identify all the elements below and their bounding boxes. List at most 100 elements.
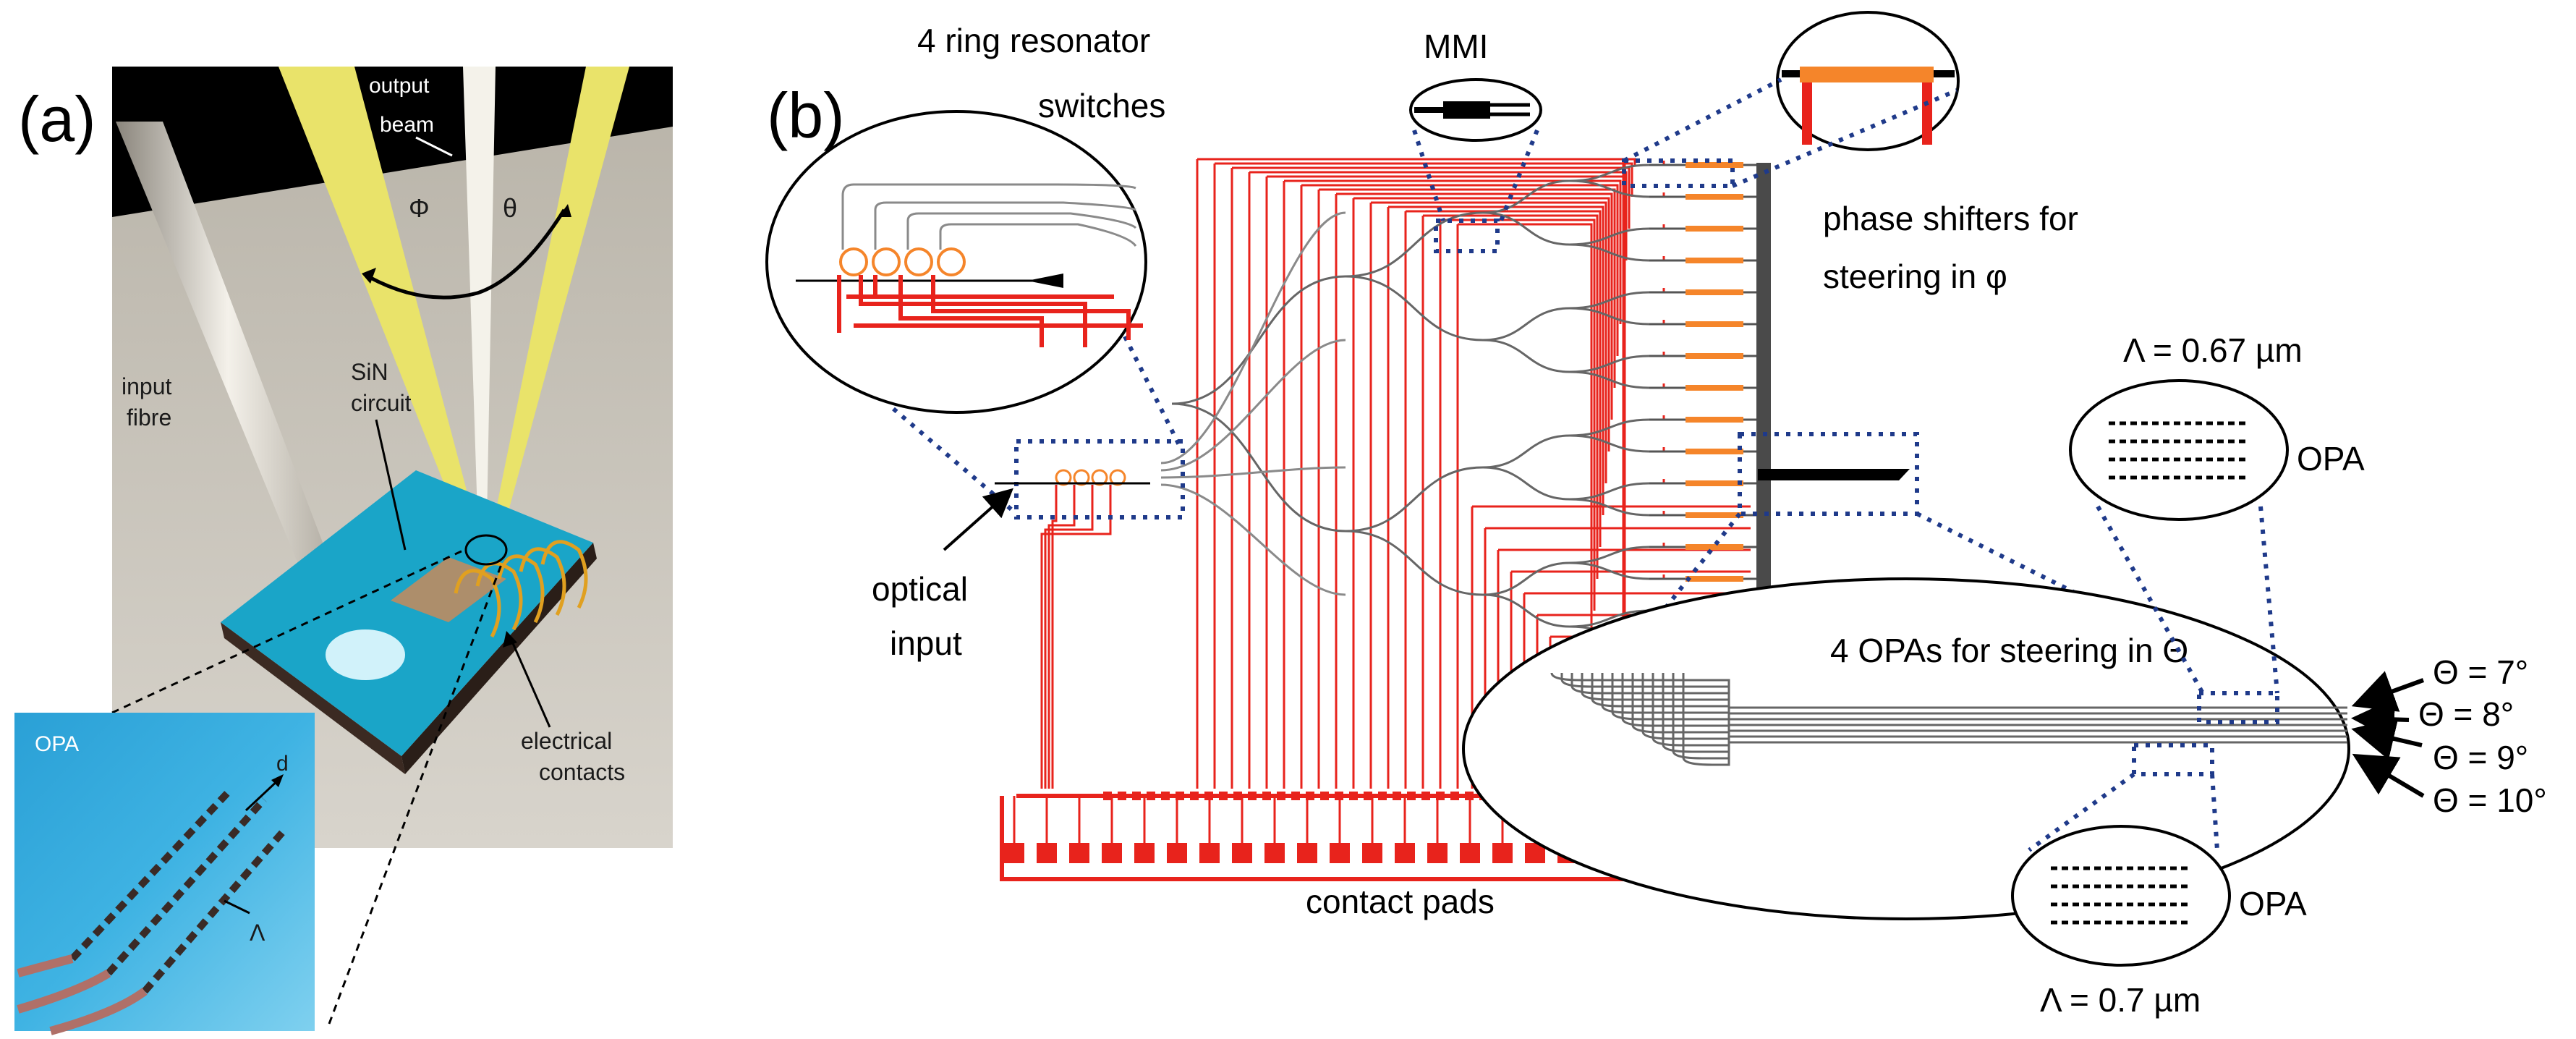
electrical-contacts-arrow	[503, 631, 517, 648]
opa-waveguide	[1581, 673, 2347, 726]
opa-waveguide	[1682, 673, 2347, 766]
switch-output-waveguide	[1160, 466, 1346, 479]
theta-7-label: Θ = 7°	[2433, 653, 2528, 691]
small-pad	[1103, 792, 1112, 800]
ring-heater-wire	[1044, 485, 1094, 789]
waveguide-branch	[1482, 211, 1570, 246]
opa-inset-waveguides	[17, 954, 148, 1035]
opa-emitter-tip	[1758, 469, 1910, 480]
theta-label: θ	[503, 193, 517, 223]
chip-circuit	[391, 557, 506, 622]
phase-shifter-heater	[1686, 194, 1743, 200]
small-pad	[1393, 792, 1401, 800]
waveguide-branch	[1569, 164, 1650, 182]
waveguide-branch	[1569, 561, 1650, 580]
phase-shifter-heater	[1686, 353, 1743, 359]
waveguide-branch	[1569, 482, 1650, 501]
small-pad	[1262, 792, 1271, 800]
ring-switches-label-2: switches	[1038, 87, 1165, 124]
switch-output-waveguide	[1160, 339, 1346, 472]
waveguide-branch	[1482, 179, 1570, 214]
ring-switch-box	[1014, 439, 1185, 520]
waveguide-branch	[1569, 179, 1650, 198]
optical-input-arrow	[943, 488, 1013, 551]
waveguide-branch	[1569, 370, 1650, 389]
small-pad	[1349, 792, 1358, 800]
inset-zoom-line-right	[328, 560, 504, 1025]
contact-pad	[1069, 843, 1089, 863]
opa-zoom-line-1	[1644, 512, 1742, 635]
opa-top-zoom-line-1	[2096, 505, 2205, 695]
ring-heater-wire	[1051, 485, 1058, 789]
contact-pad	[1167, 843, 1187, 863]
waveguide-branch	[1569, 498, 1650, 517]
small-pad	[1421, 792, 1430, 800]
waveguide-branch	[1569, 307, 1650, 326]
opa-waveguide	[1672, 673, 2347, 760]
waveguide-branch	[1569, 609, 1650, 628]
phase-shifter-heater	[1686, 449, 1743, 454]
gold-contact-wires	[454, 540, 588, 638]
inset-lambda-arrow	[224, 899, 250, 915]
inset-d-label: d	[276, 752, 289, 776]
phase-shifters-label-1: phase shifters for	[1823, 200, 2078, 237]
electrical-contacts-label-1: electrical	[521, 728, 612, 754]
waveguide-branch	[1482, 339, 1570, 373]
small-pad	[1364, 792, 1372, 800]
output-beam-label-2: beam	[380, 113, 434, 137]
waveguide-branch	[1569, 227, 1650, 246]
waveguide-branch	[1482, 593, 1570, 628]
opa-bottom-zoom-line-1	[2028, 772, 2135, 852]
sin-chip	[221, 470, 593, 756]
ps-heater	[1800, 67, 1934, 82]
mmi-body	[1443, 101, 1490, 119]
small-pad	[1118, 792, 1126, 800]
angle-arc	[364, 208, 566, 300]
routing-wire	[1458, 223, 1593, 643]
mmi-zoom-line-2	[1499, 129, 1539, 222]
contact-pad	[1199, 843, 1220, 863]
opa-top-zoom-line-2	[2258, 506, 2279, 694]
sin-circuit-pointer	[375, 419, 407, 551]
chip-side	[221, 622, 405, 774]
phase-shifter-heater	[1686, 480, 1743, 486]
switch-output-waveguide	[1160, 211, 1346, 465]
routing-wire	[1440, 219, 1596, 611]
ps-zoom-line-1	[1623, 77, 1782, 163]
waveguide-branch	[1171, 275, 1346, 405]
opa-top-label: OPA	[2297, 440, 2365, 478]
waveguide-branch	[1482, 561, 1570, 596]
output-beam-right	[486, 67, 629, 559]
opa-inset	[14, 713, 315, 1031]
waveguide-branch	[1171, 402, 1346, 533]
waveguide-branch	[1482, 307, 1570, 342]
contact-pad	[1362, 843, 1382, 863]
opa-waveguide	[1570, 673, 2347, 721]
waveguide-branch	[1569, 355, 1650, 373]
small-pad	[1465, 792, 1474, 800]
routing-wire	[1197, 158, 1636, 165]
routing-wire	[1371, 201, 1607, 483]
lambda-bottom-label: Λ = 0.7 µm	[2040, 981, 2201, 1019]
waveguide-branch	[1345, 530, 1484, 596]
opa-bottom-label: OPA	[2239, 885, 2307, 923]
opa-top-gratings	[2109, 421, 2250, 480]
contact-pad	[1134, 843, 1155, 863]
output-beam-pointer	[415, 136, 453, 157]
small-pad	[1436, 792, 1445, 800]
small-pad	[1219, 792, 1228, 800]
opa-waveguide	[1621, 673, 2347, 727]
phase-shifter-heater	[1686, 226, 1743, 232]
opa-waveguide	[1652, 673, 2347, 747]
optical-input-label-2: input	[890, 624, 962, 662]
small-pad	[1306, 792, 1314, 800]
routing-wire	[1301, 184, 1619, 356]
small-pad	[1248, 792, 1257, 800]
small-pad	[1335, 792, 1343, 800]
small-pad	[1176, 792, 1184, 800]
theta-8-label: Θ = 8°	[2418, 695, 2514, 733]
opa-group-label: 4 OPAs for steering in Θ	[1830, 632, 2188, 669]
opa-waveguide	[1591, 673, 2347, 732]
small-pad	[1190, 792, 1199, 800]
opa-waveguide	[1611, 673, 2347, 744]
